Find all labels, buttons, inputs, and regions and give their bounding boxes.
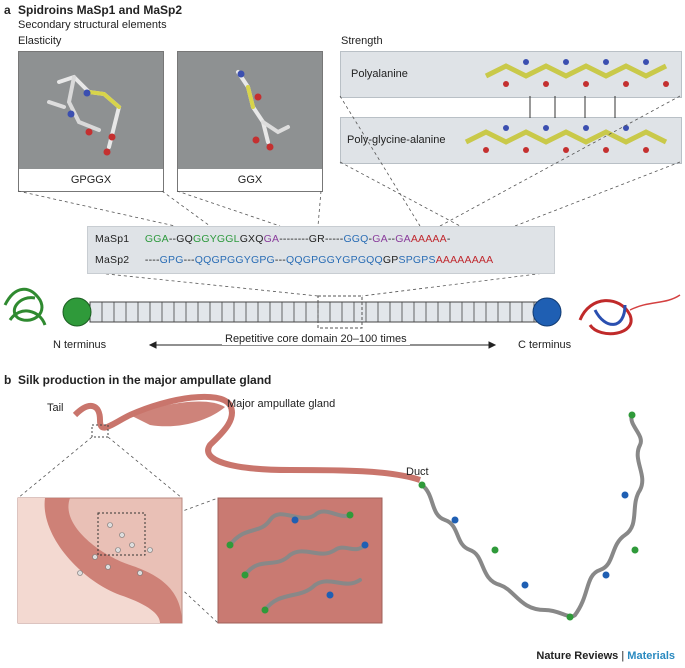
gpggx-molecule-icon (47, 74, 122, 156)
journal-name: Nature Reviews (536, 650, 619, 662)
journal-footer: Nature Reviews | Materials (536, 650, 675, 662)
tail-label: Tail (47, 402, 64, 414)
panel-b-title: Silk production in the major ampullate g… (18, 373, 272, 387)
dashed-connectors (17, 95, 681, 297)
core-domain-bar (89, 301, 541, 323)
panel-a-letter: a (4, 3, 11, 17)
sequence-segment: GXQ (239, 233, 264, 245)
sequence-segment: --------GR----- (279, 233, 344, 245)
c-terminus-label: C terminus (518, 339, 572, 351)
duct-label: Duct (406, 466, 429, 478)
sequence-segment: GA (263, 233, 280, 245)
sequence-segment: GGQ (343, 233, 369, 245)
core-highlight-box (317, 295, 363, 329)
sequence-segment: GGYGGL (192, 233, 240, 245)
polyalanine-label: Polyalanine (351, 68, 408, 80)
gpggx-structure-image (18, 51, 164, 170)
sequence-segment: GP (382, 254, 399, 266)
masp2-sequence: ----GPG---QQGPGGYGPG---QQGPGGYGPGQQGPSPG… (145, 254, 493, 266)
n-terminus-label: N terminus (53, 339, 107, 351)
journal-separator: | (618, 650, 628, 662)
gland-duct-path (72, 393, 421, 483)
major-ampullate-gland-shape (130, 401, 225, 427)
ggx-molecule-icon (236, 70, 290, 151)
strength-label: Strength (341, 35, 383, 47)
sequence-segment: QQGPGGYGPGQQ (286, 254, 383, 266)
masp2-row: MaSp2 ----GPG---QQGPGGYGPG---QQGPGGYGPGQ… (95, 254, 493, 266)
poly-glycine-alanine-box: Poly-glycine-alanine (340, 117, 682, 164)
ggx-structure-image (177, 51, 323, 170)
panel-b-letter: b (4, 373, 12, 387)
zoom-box-large (97, 512, 146, 556)
sequence-box: MaSp1 GGA--GQGGYGGLGXQGA--------GR-----G… (87, 226, 555, 274)
journal-section: Materials (627, 650, 675, 662)
sequence-segment: GA (372, 233, 388, 245)
panel-a-subtitle: Secondary structural elements (18, 19, 167, 31)
sequence-segment: --GQ (168, 233, 193, 245)
sequence-segment: --- (274, 254, 286, 266)
zoom-box-small (91, 424, 109, 438)
sequence-segment: GA (395, 233, 411, 245)
sequence-segment: SPGPS (398, 254, 436, 266)
gland-diagram (17, 393, 645, 624)
masp1-sequence: GGA--GQGGYGGLGXQGA--------GR-----GGQ-GA-… (145, 233, 451, 245)
sequence-segment: GGA (144, 233, 169, 245)
sequence-segment: --- (183, 254, 195, 266)
n-terminal-domain-icon (3, 287, 47, 326)
poly-gly-ala-strand-icon (464, 125, 668, 153)
gpggx-caption: GPGGX (18, 169, 164, 192)
masp2-label: MaSp2 (95, 254, 130, 266)
n-terminus-sphere (62, 297, 92, 327)
sequence-segment: - (368, 233, 373, 245)
polyalanine-strand-icon (484, 59, 669, 87)
ggx-caption: GGX (177, 169, 323, 192)
sequence-segment: AAAAA (410, 233, 447, 245)
poly-glycine-alanine-label: Poly-glycine-alanine (347, 134, 446, 146)
sequence-segment: -- (387, 233, 396, 245)
sequence-segment: ---- (144, 254, 160, 266)
sequence-segment: QQGPGGYGPG (194, 254, 275, 266)
sequence-segment: GPG (159, 254, 184, 266)
gland-label: Major ampullate gland (227, 398, 336, 410)
core-domain-label: Repetitive core domain 20–100 times (222, 333, 410, 345)
spidroin-chain-diagram (3, 287, 681, 349)
c-terminus-sphere (532, 297, 562, 327)
c-terminal-domain-icon (578, 294, 681, 336)
panel-a-title: Spidroins MaSp1 and MaSp2 (18, 3, 183, 17)
sequence-segment: - (446, 233, 451, 245)
elasticity-label: Elasticity (18, 35, 62, 47)
masp1-label: MaSp1 (95, 233, 130, 245)
hydrogen-bond-lines (529, 96, 616, 118)
polyalanine-box: Polyalanine (340, 51, 682, 98)
masp1-row: MaSp1 GGA--GQGGYGGLGXQGA--------GR-----G… (95, 233, 451, 245)
sequence-segment: AAAAAAAA (435, 254, 494, 266)
